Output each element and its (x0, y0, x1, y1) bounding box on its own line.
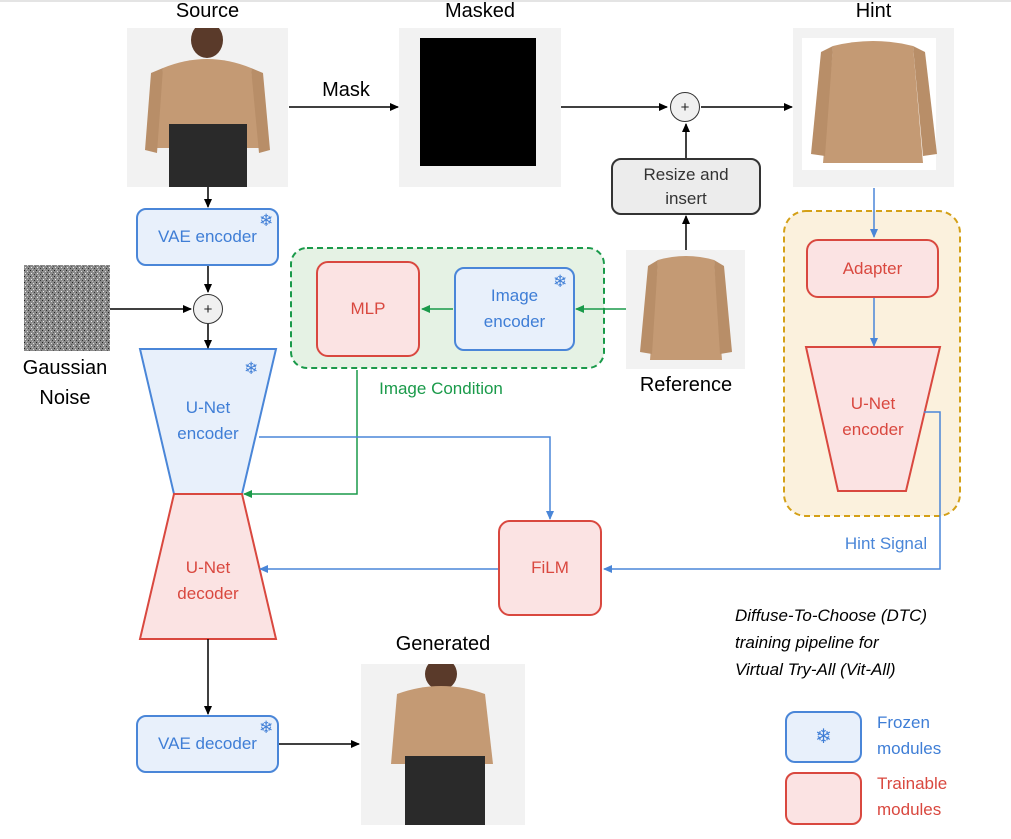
resize-insert-box: Resize and insert (611, 158, 761, 215)
caption-line3: Virtual Try-All (Vit-All) (735, 660, 896, 679)
legend-trainable-swatch (785, 772, 862, 825)
source-title: Source (175, 0, 240, 22)
snowflake-icon: ❄ (815, 725, 832, 748)
resize-insert-label-line2: insert (665, 188, 707, 208)
gaussian-noise-title-line1: Gaussian (22, 357, 108, 379)
unet-encoder-main-line2: encoder (177, 424, 239, 443)
hint-image (793, 28, 954, 187)
plus-circle-icon: + (193, 294, 223, 324)
snowflake-icon: ❄ (244, 359, 259, 378)
snowflake-icon: ❄ (259, 211, 274, 230)
unet-encoder-hint-line1: U-Net (850, 394, 896, 413)
source-person-illustration (145, 28, 270, 187)
unet-encoder-hint-label: U-Net encoder (825, 391, 921, 443)
unet-encoder-hint-line2: encoder (842, 420, 904, 439)
generated-title: Generated (395, 633, 491, 655)
legend-frozen-line2: modules (877, 739, 942, 758)
unet-encoder-main-line1: U-Net (185, 398, 231, 417)
pipeline-caption: Diffuse-To-Choose (DTC) training pipelin… (735, 602, 927, 683)
source-image (127, 28, 288, 187)
film-label: FiLM (531, 558, 569, 577)
unet-decoder-main-shape (138, 493, 278, 640)
legend-frozen-line1: Frozen (877, 713, 930, 732)
masked-title: Masked (444, 0, 516, 22)
unet-decoder-main-label: U-Net decoder (160, 555, 256, 607)
legend-trainable-line2: modules (877, 800, 942, 819)
caption-line1: Diffuse-To-Choose (DTC) (735, 606, 928, 625)
image-encoder-label-line2: encoder (483, 312, 546, 331)
caption-line2: training pipeline for (735, 633, 879, 652)
snowflake-icon: ❄ (553, 272, 568, 291)
legend-trainable-line1: Trainable (877, 774, 948, 793)
mlp-label: MLP (350, 299, 386, 318)
mlp-box: MLP (316, 261, 420, 357)
mask-edge-label: Mask (322, 79, 370, 101)
legend-frozen-label: Frozen modules (877, 710, 941, 762)
resize-insert-label-line1: Resize and (643, 164, 729, 184)
image-encoder-label-line1: Image (490, 286, 539, 305)
adapter-label: Adapter (842, 258, 903, 278)
reference-blouse-illustration (640, 256, 732, 360)
reference-title: Reference (639, 374, 733, 396)
vae-decoder-label: VAE decoder (158, 734, 257, 753)
mask-black-region (420, 38, 536, 166)
reference-image (626, 250, 745, 369)
unet-decoder-main-line2: decoder (177, 584, 239, 603)
hint-title: Hint (855, 0, 892, 22)
vae-encoder-box: VAE encoder (136, 208, 279, 266)
masked-image (399, 28, 561, 187)
generated-person-illustration (391, 664, 493, 825)
unet-encoder-main-label: U-Net encoder (160, 395, 256, 447)
image-encoder-box: Image encoder (454, 267, 575, 351)
unet-encoder-hint-shape (804, 346, 942, 492)
legend-trainable-label: Trainable modules (877, 771, 947, 823)
hint-blouse-illustration (802, 38, 937, 170)
unet-decoder-main-line1: U-Net (185, 558, 231, 577)
vae-encoder-label: VAE encoder (158, 227, 257, 246)
gaussian-noise-image (24, 265, 110, 351)
image-condition-label: Image Condition (379, 379, 503, 398)
snowflake-icon: ❄ (259, 718, 274, 737)
hint-signal-label: Hint Signal (844, 534, 928, 553)
generated-image (361, 664, 525, 825)
vae-decoder-box: VAE decoder (136, 715, 279, 773)
plus-circle-icon: + (670, 92, 700, 122)
adapter-box: Adapter (806, 239, 939, 298)
gaussian-noise-title-line2: Noise (39, 387, 91, 409)
film-box: FiLM (498, 520, 602, 616)
legend-frozen-swatch: ❄ (785, 711, 862, 763)
